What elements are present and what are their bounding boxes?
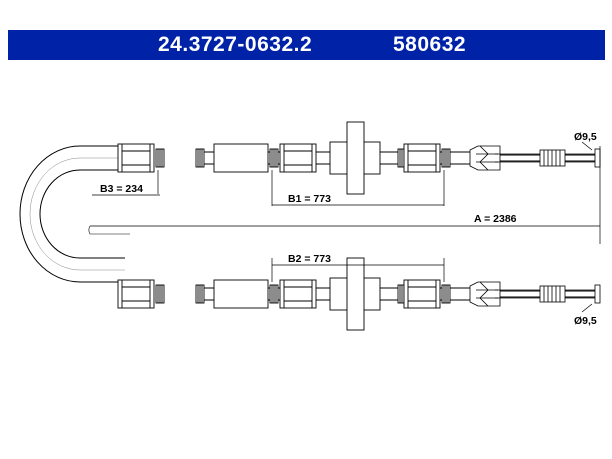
header-bar: 24.3727-0632.2 580632: [8, 30, 605, 60]
label-dia-bottom: Ø9,5: [574, 315, 597, 327]
label-b1: B1 = 773: [288, 193, 331, 205]
upper-fittings: [117, 121, 601, 195]
dimension-lines: [88, 141, 601, 313]
cable-loop: [19, 145, 125, 283]
label-b2: B2 = 773: [288, 253, 331, 265]
reference-number: 580632: [393, 33, 467, 56]
label-b3: B3 = 234: [100, 183, 143, 195]
lower-fittings: [117, 257, 601, 331]
label-dia-top: Ø9,5: [574, 131, 597, 143]
label-a: A = 2386: [474, 213, 517, 225]
part-number: 24.3727-0632.2: [158, 33, 313, 56]
